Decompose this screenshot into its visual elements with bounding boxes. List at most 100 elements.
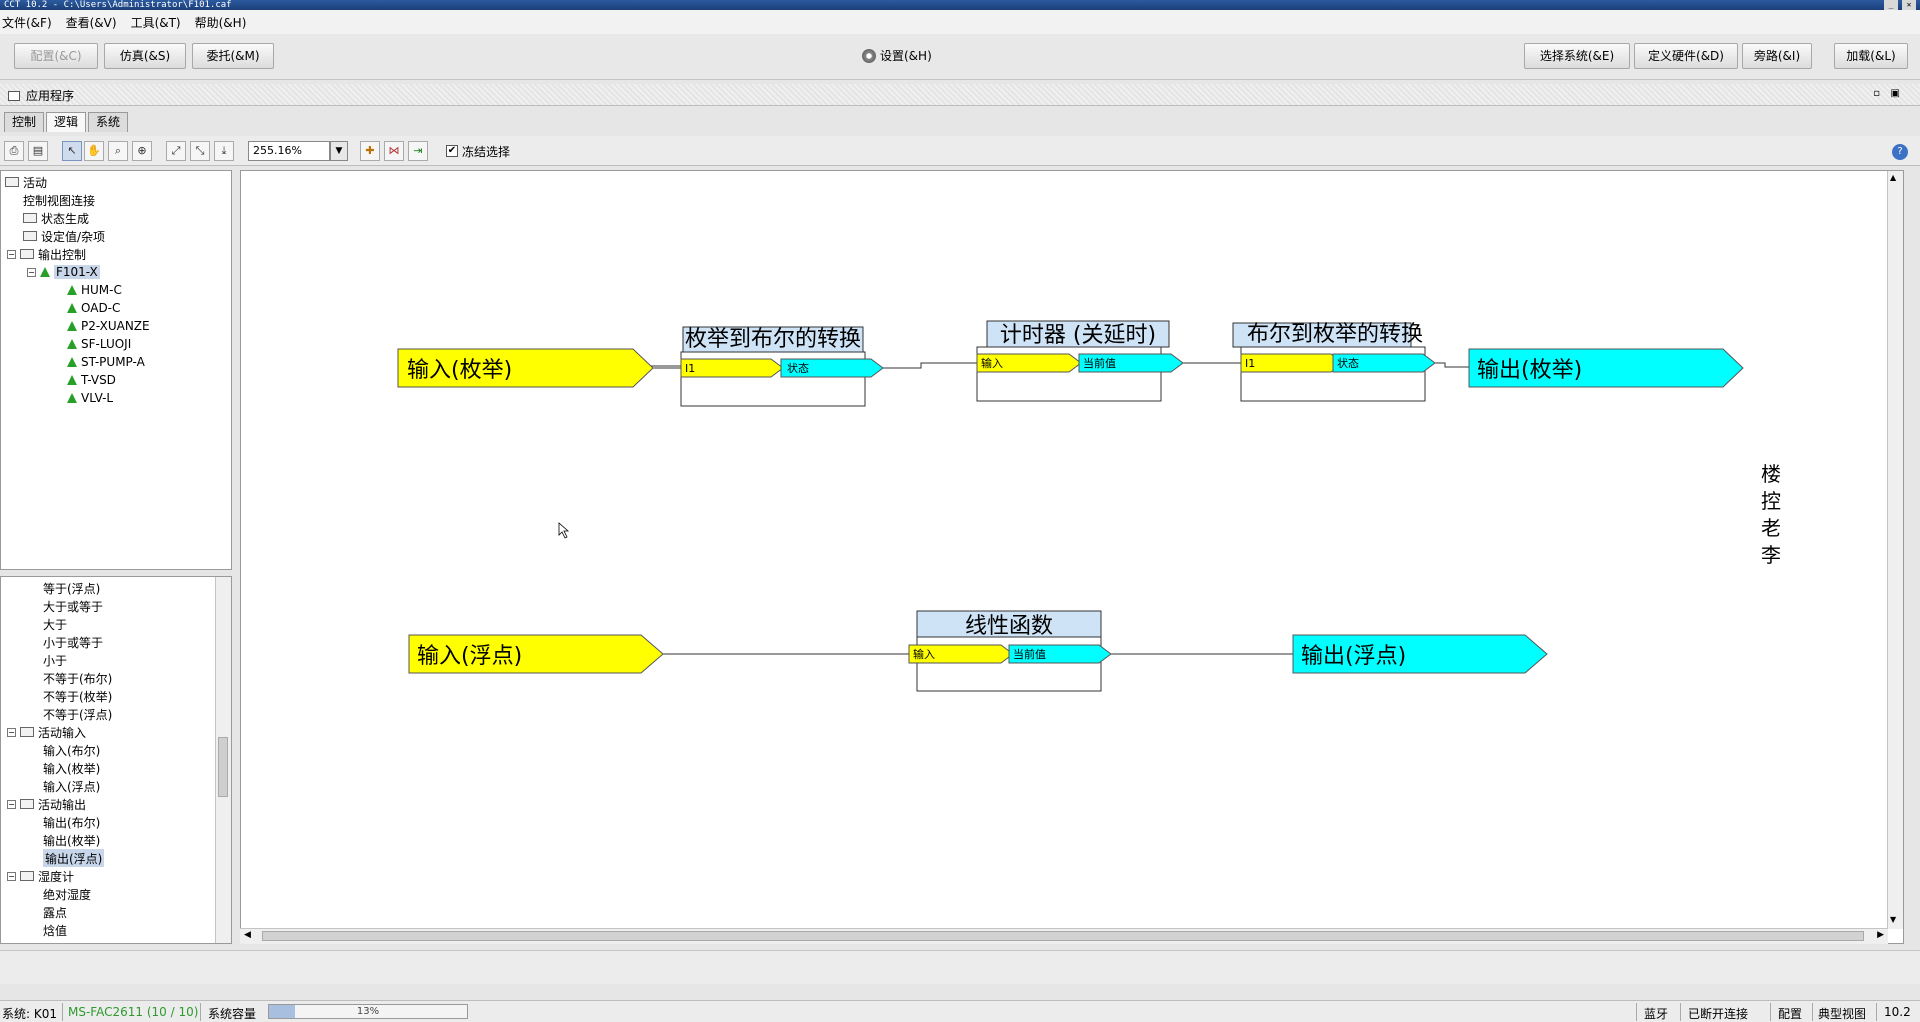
collapse-icon[interactable]: − <box>7 727 16 737</box>
tree-item-hum-c[interactable]: HUM-C <box>67 281 122 299</box>
zoom-reset-icon[interactable]: ⤓ <box>214 141 234 161</box>
input-float-block[interactable] <box>408 634 664 674</box>
tree-item-hygrometer[interactable]: −湿度计 <box>7 869 75 884</box>
tree-item-vlv-l[interactable]: VLV-L <box>67 389 113 407</box>
maximize-icon[interactable]: ▣ <box>1890 88 1900 99</box>
define-hardware-button[interactable]: 定义硬件(&D) <box>1634 43 1738 69</box>
tab-control[interactable]: 控制 <box>4 112 45 132</box>
minimize-icon[interactable]: _ <box>1884 0 1898 10</box>
list-item[interactable]: 等于(浮点) <box>43 581 101 596</box>
canvas-hscrollbar[interactable]: ◀ ▶ <box>240 928 1888 944</box>
port-in[interactable] <box>680 358 784 378</box>
chevron-down-icon[interactable]: ▼ <box>330 141 348 161</box>
list-item[interactable]: 绝对湿度 <box>43 887 92 902</box>
list-item[interactable]: 输入(枚举) <box>43 761 101 776</box>
tree-item-p2-xuanze[interactable]: P2-XUANZE <box>67 317 150 335</box>
capacity-progress: 13% <box>268 1004 468 1019</box>
list-item-selected[interactable]: 输出(浮点) <box>43 849 105 867</box>
config-button[interactable]: 配置(&C) <box>14 43 98 69</box>
list-item[interactable]: 不等于(枚举) <box>43 689 113 704</box>
port-out[interactable] <box>1078 353 1184 373</box>
add-block-icon[interactable]: ✚ <box>360 141 380 161</box>
tree-item-control-view[interactable]: 控制视图连接 <box>23 193 96 208</box>
zoom-icon[interactable]: ⌕ <box>108 141 128 161</box>
zoom-fit-icon[interactable]: ⤢ <box>166 141 186 161</box>
freeze-selection-label: 冻结选择 <box>462 145 511 159</box>
collapse-icon[interactable]: − <box>7 871 16 881</box>
tree-item-st-pump-a[interactable]: ST-PUMP-A <box>67 353 145 371</box>
commission-button[interactable]: 委托(&M) <box>192 43 274 69</box>
help-icon[interactable]: ? <box>1892 144 1908 160</box>
scroll-left-icon[interactable]: ◀ <box>244 930 251 940</box>
scrollbar-thumb[interactable] <box>218 737 228 797</box>
print-icon[interactable]: ⎙ <box>4 141 24 161</box>
list-item[interactable]: 输入(浮点) <box>43 779 101 794</box>
port-in[interactable] <box>976 353 1082 373</box>
tree-item-active-output[interactable]: −活动输出 <box>7 797 87 812</box>
folder-icon <box>23 213 37 223</box>
tree-item-active-input[interactable]: −活动输入 <box>7 725 87 740</box>
watermark-char: 李 <box>1761 543 1781 567</box>
list-item[interactable]: 输入(布尔) <box>43 743 101 758</box>
tree-item-f101x[interactable]: −F101-X <box>27 265 100 279</box>
logic-canvas[interactable]: 输入(枚举) 枚举到布尔的转换 I1 状态 计时器 (关延时) 输入 当前值 布… <box>240 170 1904 944</box>
simulate-button[interactable]: 仿真(&S) <box>104 43 186 69</box>
status-system: 系统: K01 <box>2 1007 57 1021</box>
tree-item-t-vsd[interactable]: T-VSD <box>67 371 116 389</box>
collapse-icon[interactable]: − <box>7 799 16 809</box>
collapse-icon[interactable]: − <box>27 267 36 277</box>
menu-view[interactable]: 查看(&V) <box>65 15 117 30</box>
scroll-down-icon[interactable]: ▼ <box>1890 915 1897 924</box>
tab-system[interactable]: 系统 <box>88 112 129 132</box>
tree-item-oad-c[interactable]: OAD-C <box>67 299 120 317</box>
port-in[interactable] <box>1240 353 1344 373</box>
input-enum-block[interactable] <box>397 348 654 388</box>
list-item[interactable]: 不等于(浮点) <box>43 707 113 722</box>
tree-item-active[interactable]: 活动 <box>5 173 47 191</box>
print-preview-icon[interactable]: ▤ <box>28 141 48 161</box>
list-item[interactable]: 输出(枚举) <box>43 833 101 848</box>
tab-logic[interactable]: 逻辑 <box>46 112 87 132</box>
select-system-button[interactable]: 选择系统(&E) <box>1524 43 1630 69</box>
tree-item-status-gen[interactable]: 状态生成 <box>23 209 89 227</box>
list-item[interactable]: 大于或等于 <box>43 599 104 614</box>
restore-icon[interactable]: ▫ <box>1873 88 1880 99</box>
port-out[interactable] <box>1008 644 1112 664</box>
canvas-vscrollbar[interactable]: ▲ ▼ <box>1887 171 1903 929</box>
port-in[interactable] <box>908 644 1014 664</box>
output-enum-block[interactable] <box>1468 348 1744 388</box>
list-item[interactable]: 不等于(布尔) <box>43 671 113 686</box>
tree-item-sf-luoji[interactable]: SF-LUOJI <box>67 335 131 353</box>
port-out[interactable] <box>1332 353 1436 373</box>
select-pointer-icon[interactable]: ↖ <box>62 141 82 161</box>
list-item[interactable]: 焓值 <box>43 923 68 938</box>
load-button[interactable]: 加载(&L) <box>1834 43 1908 69</box>
zoom-level-input[interactable]: 255.16% <box>248 141 330 161</box>
close-icon[interactable]: ✕ <box>1902 0 1916 10</box>
list-item[interactable]: 输出(布尔) <box>43 815 101 830</box>
scroll-up-icon[interactable]: ▲ <box>1890 173 1897 182</box>
insert-io-icon[interactable]: ⇥ <box>408 141 428 161</box>
output-float-block[interactable] <box>1292 634 1548 674</box>
menu-tools[interactable]: 工具(&T) <box>130 15 181 30</box>
pan-hand-icon[interactable]: ✋ <box>84 141 104 161</box>
zoom-region-icon[interactable]: ⤡ <box>190 141 210 161</box>
list-item[interactable]: 露点 <box>43 905 68 920</box>
menu-help[interactable]: 帮助(&H) <box>194 15 247 30</box>
bypass-button[interactable]: 旁路(&I) <box>1742 43 1812 69</box>
list-item[interactable]: 小于 <box>43 653 68 668</box>
list-item[interactable]: 小于或等于 <box>43 635 104 650</box>
list-item[interactable]: 大于 <box>43 617 68 632</box>
connect-icon[interactable]: ⋈ <box>384 141 404 161</box>
scroll-right-icon[interactable]: ▶ <box>1877 930 1884 940</box>
settings-button[interactable]: 设置(&H) <box>862 47 932 64</box>
freeze-selection-checkbox[interactable]: ✔ <box>446 145 458 157</box>
tree-item-setpoint[interactable]: 设定值/杂项 <box>23 227 105 245</box>
port-out[interactable] <box>780 358 884 378</box>
menu-file[interactable]: 文件(&F) <box>2 15 52 30</box>
zoom-in-icon[interactable]: ⊕ <box>132 141 152 161</box>
collapse-icon[interactable]: − <box>7 249 16 259</box>
tree-scrollbar[interactable] <box>215 577 231 943</box>
tree-item-output-control[interactable]: −输出控制 <box>7 247 87 262</box>
scrollbar-thumb[interactable] <box>262 931 1864 941</box>
